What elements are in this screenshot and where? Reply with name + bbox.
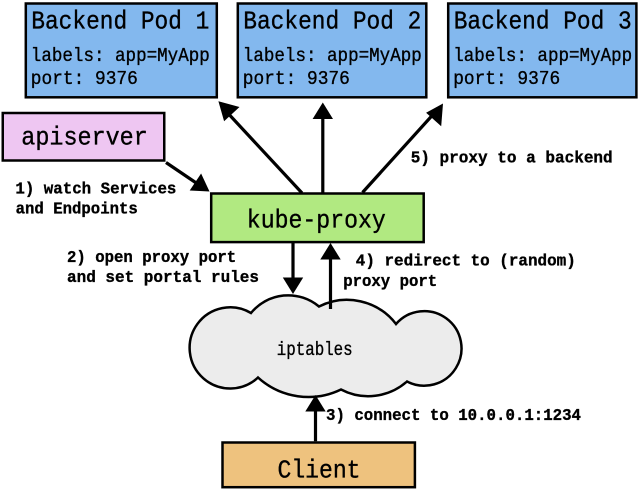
svg-text:kube-proxy: kube-proxy bbox=[247, 205, 386, 235]
svg-text:port: 9376: port: 9376 bbox=[453, 68, 560, 90]
svg-text:labels: app=MyApp: labels: app=MyApp bbox=[243, 45, 422, 67]
svg-text:Backend Pod 1: Backend Pod 1 bbox=[31, 7, 209, 37]
svg-text:Backend Pod 2: Backend Pod 2 bbox=[243, 7, 421, 37]
svg-text:port: 9376: port: 9376 bbox=[243, 68, 350, 90]
svg-text:Backend Pod 3: Backend Pod 3 bbox=[454, 7, 632, 37]
svg-text:labels: app=MyApp: labels: app=MyApp bbox=[453, 45, 632, 67]
svg-text:1) watch Services: 1) watch Services bbox=[15, 181, 176, 200]
svg-text:apiserver: apiserver bbox=[21, 123, 148, 153]
svg-text:port: 9376: port: 9376 bbox=[31, 68, 138, 90]
svg-text:labels: app=MyApp: labels: app=MyApp bbox=[31, 45, 210, 67]
svg-text:proxy port: proxy port bbox=[343, 273, 437, 292]
svg-text:and Endpoints: and Endpoints bbox=[16, 201, 138, 220]
svg-text:2) open proxy port: 2) open proxy port bbox=[67, 249, 236, 268]
svg-text:Client: Client bbox=[278, 456, 361, 486]
svg-text:3) connect to 10.0.0.1:1234: 3) connect to 10.0.0.1:1234 bbox=[326, 407, 581, 426]
svg-text:5) proxy to a backend: 5) proxy to a backend bbox=[411, 149, 613, 168]
svg-text:iptables: iptables bbox=[277, 339, 353, 361]
svg-text:and set portal rules: and set portal rules bbox=[67, 269, 259, 288]
svg-text:4) redirect to (random): 4) redirect to (random) bbox=[356, 253, 576, 272]
